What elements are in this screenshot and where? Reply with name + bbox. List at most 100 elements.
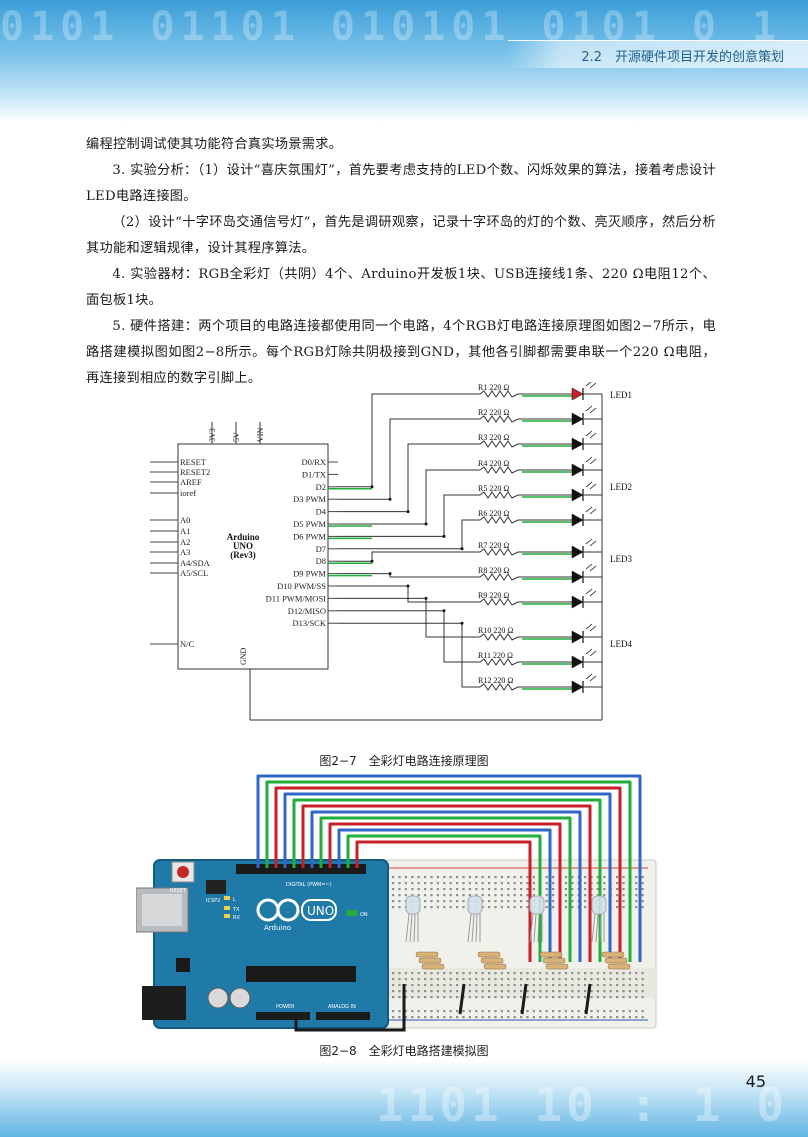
schematic-wire: [338, 597, 480, 638]
footer-decoration: 1101 10 : 1 0: [375, 1078, 788, 1132]
board-top-pin-label: VIN: [256, 428, 265, 442]
board-left-pin-label: N/C: [180, 639, 195, 649]
resistor-component: [604, 957, 628, 964]
jumper-wire: [292, 798, 602, 962]
resistor-label: R8 220 Ω: [478, 566, 509, 575]
body-text: 编程控制调试使其功能符合真实场景需求。 3. 实验分析：（1）设计“喜庆氛围灯”…: [86, 132, 716, 392]
board-name-label: UNO: [233, 541, 253, 551]
board-right-pin-label: D3 PWM: [293, 494, 326, 504]
resistor: [479, 573, 572, 581]
led-group-label: LED3: [610, 554, 632, 564]
breadboard: [379, 859, 657, 1029]
led-group-label: LED2: [610, 482, 632, 492]
led-group-label: LED4: [610, 639, 632, 649]
digital-header: [236, 864, 366, 874]
arduino-brand-text: Arduino: [264, 924, 291, 932]
section-title: 2.2 开源硬件项目开发的创意策划: [581, 50, 784, 65]
led-symbol: [571, 387, 584, 401]
tx-label: TX: [232, 907, 240, 913]
led-symbol: [571, 545, 584, 559]
board-left-pin-label: RESET2: [180, 467, 210, 477]
resistor: [479, 390, 572, 398]
board-left-pin-label: A4/SDA: [180, 558, 211, 568]
resistor: [479, 440, 572, 448]
breadboard-figure: RESET DIGITAL (PWM=~) ICSP2 UNO Arduino …: [136, 774, 657, 1032]
schematic-wire: [338, 585, 480, 603]
paragraph-5: 5. 硬件搭建：两个项目的电路连接都使用同一个电路，4个RGB灯电路连接原理图如…: [86, 319, 716, 386]
analog-label: ANALOG IN: [328, 1004, 356, 1010]
led-symbol: [571, 595, 584, 609]
resistor-label: R11 220 Ω: [478, 651, 513, 660]
resistor-label: R12 220 Ω: [478, 676, 513, 685]
jumper-wire: [310, 810, 582, 962]
board-left-pin-label: ioref: [180, 488, 196, 498]
resistor: [479, 658, 572, 666]
resistor: [479, 633, 572, 641]
resistor: [479, 516, 572, 524]
jumper-wire: [283, 792, 612, 962]
board-right-pin-label: D13/SCK: [292, 618, 326, 628]
page-number: 45: [745, 1072, 766, 1091]
resistor-component: [601, 951, 625, 958]
resistor: [479, 548, 572, 556]
jumper-wire: [319, 816, 572, 962]
arduino-logo: UNO Arduino: [256, 898, 337, 932]
paragraph-2: 3. 实验分析：（1）设计“喜庆氛围灯”，首先要考虑支持的LED个数、闪烁效果的…: [86, 163, 716, 204]
digital-label: DIGITAL (PWM=~): [286, 882, 332, 888]
rgb-led: [591, 895, 607, 915]
led-symbol: [571, 437, 584, 451]
board-top-pin-label: 5V: [232, 432, 241, 442]
board-left-pin-label: A5/SCL: [180, 568, 208, 578]
resistor-component: [483, 963, 507, 970]
board-right-pin-label: D0/RX: [301, 457, 326, 467]
schematic-wire: [338, 622, 480, 688]
footer-band: 1101 10 : 1 0: [0, 1060, 808, 1137]
resistor-label: R4 220 Ω: [478, 459, 509, 468]
paragraph-3: （2）设计“十字环岛交通信号灯”，首先是调研观察，记录十字环岛的灯的个数、亮灭顺…: [86, 215, 716, 256]
uno-logo-text: UNO: [307, 904, 334, 918]
led-group-label: LED1: [610, 390, 632, 400]
reset-label: RESET: [170, 888, 187, 894]
board-right-pin-label: D9 PWM: [293, 569, 326, 579]
board-right-pin-label: D6 PWM: [293, 531, 326, 541]
board-top-pin-label: 3V3: [208, 428, 217, 442]
resistor-label: R1 220 Ω: [478, 383, 509, 392]
jumper-wire: [274, 786, 622, 962]
resistor-label: R7 220 Ω: [478, 541, 509, 550]
resistor-component: [477, 951, 501, 958]
resistor-component: [415, 951, 439, 958]
resistor-label: R3 220 Ω: [478, 433, 509, 442]
schematic-wire: [338, 573, 480, 578]
jumper-wire: [337, 828, 552, 962]
schematic-wire: [338, 494, 480, 537]
board-right-pin-label: D2: [316, 482, 326, 492]
l-label: L: [233, 897, 236, 903]
rx-label: RX: [233, 915, 240, 921]
figure-2-7-caption: 图2−7 全彩灯电路连接原理图: [319, 754, 489, 768]
jumper-wire: [328, 822, 562, 962]
board-name-label: (Rev3): [230, 550, 256, 560]
board-right-pin-label: D7: [316, 544, 326, 554]
led-symbol: [571, 655, 584, 669]
resistor-component: [421, 963, 445, 970]
icsp-header: [206, 880, 226, 894]
rgb-led: [405, 895, 421, 915]
paragraph-1: 编程控制调试使其功能符合真实场景需求。: [86, 137, 343, 152]
board-right-pin-label: D10 PWM/SS: [277, 581, 326, 591]
jumper-wire: [265, 780, 632, 962]
resistor-component: [545, 963, 569, 970]
board-left-pin-label: AREF: [180, 477, 202, 487]
header-band: 0101 01101 010101 0101 0 1 0 1 0 1 0 2.2…: [0, 0, 808, 122]
schematic-wire: [338, 443, 480, 513]
board-right-pin-label: D5 PWM: [293, 519, 326, 529]
arduino-uno-board: [153, 859, 389, 1029]
board-right-pin-label: D4: [316, 507, 327, 517]
schematic-wire: [338, 610, 480, 663]
microcontroller-chip: [246, 966, 356, 982]
resistor-component: [480, 957, 504, 964]
paragraph-4: 4. 实验器材：RGB全彩灯（共阴）4个、Arduino开发板1块、USB连接线…: [86, 267, 716, 308]
board-right-pin-label: D12/MISO: [288, 606, 326, 616]
board-right-pin-label: D1/TX: [302, 469, 326, 479]
led-symbol: [571, 513, 584, 527]
